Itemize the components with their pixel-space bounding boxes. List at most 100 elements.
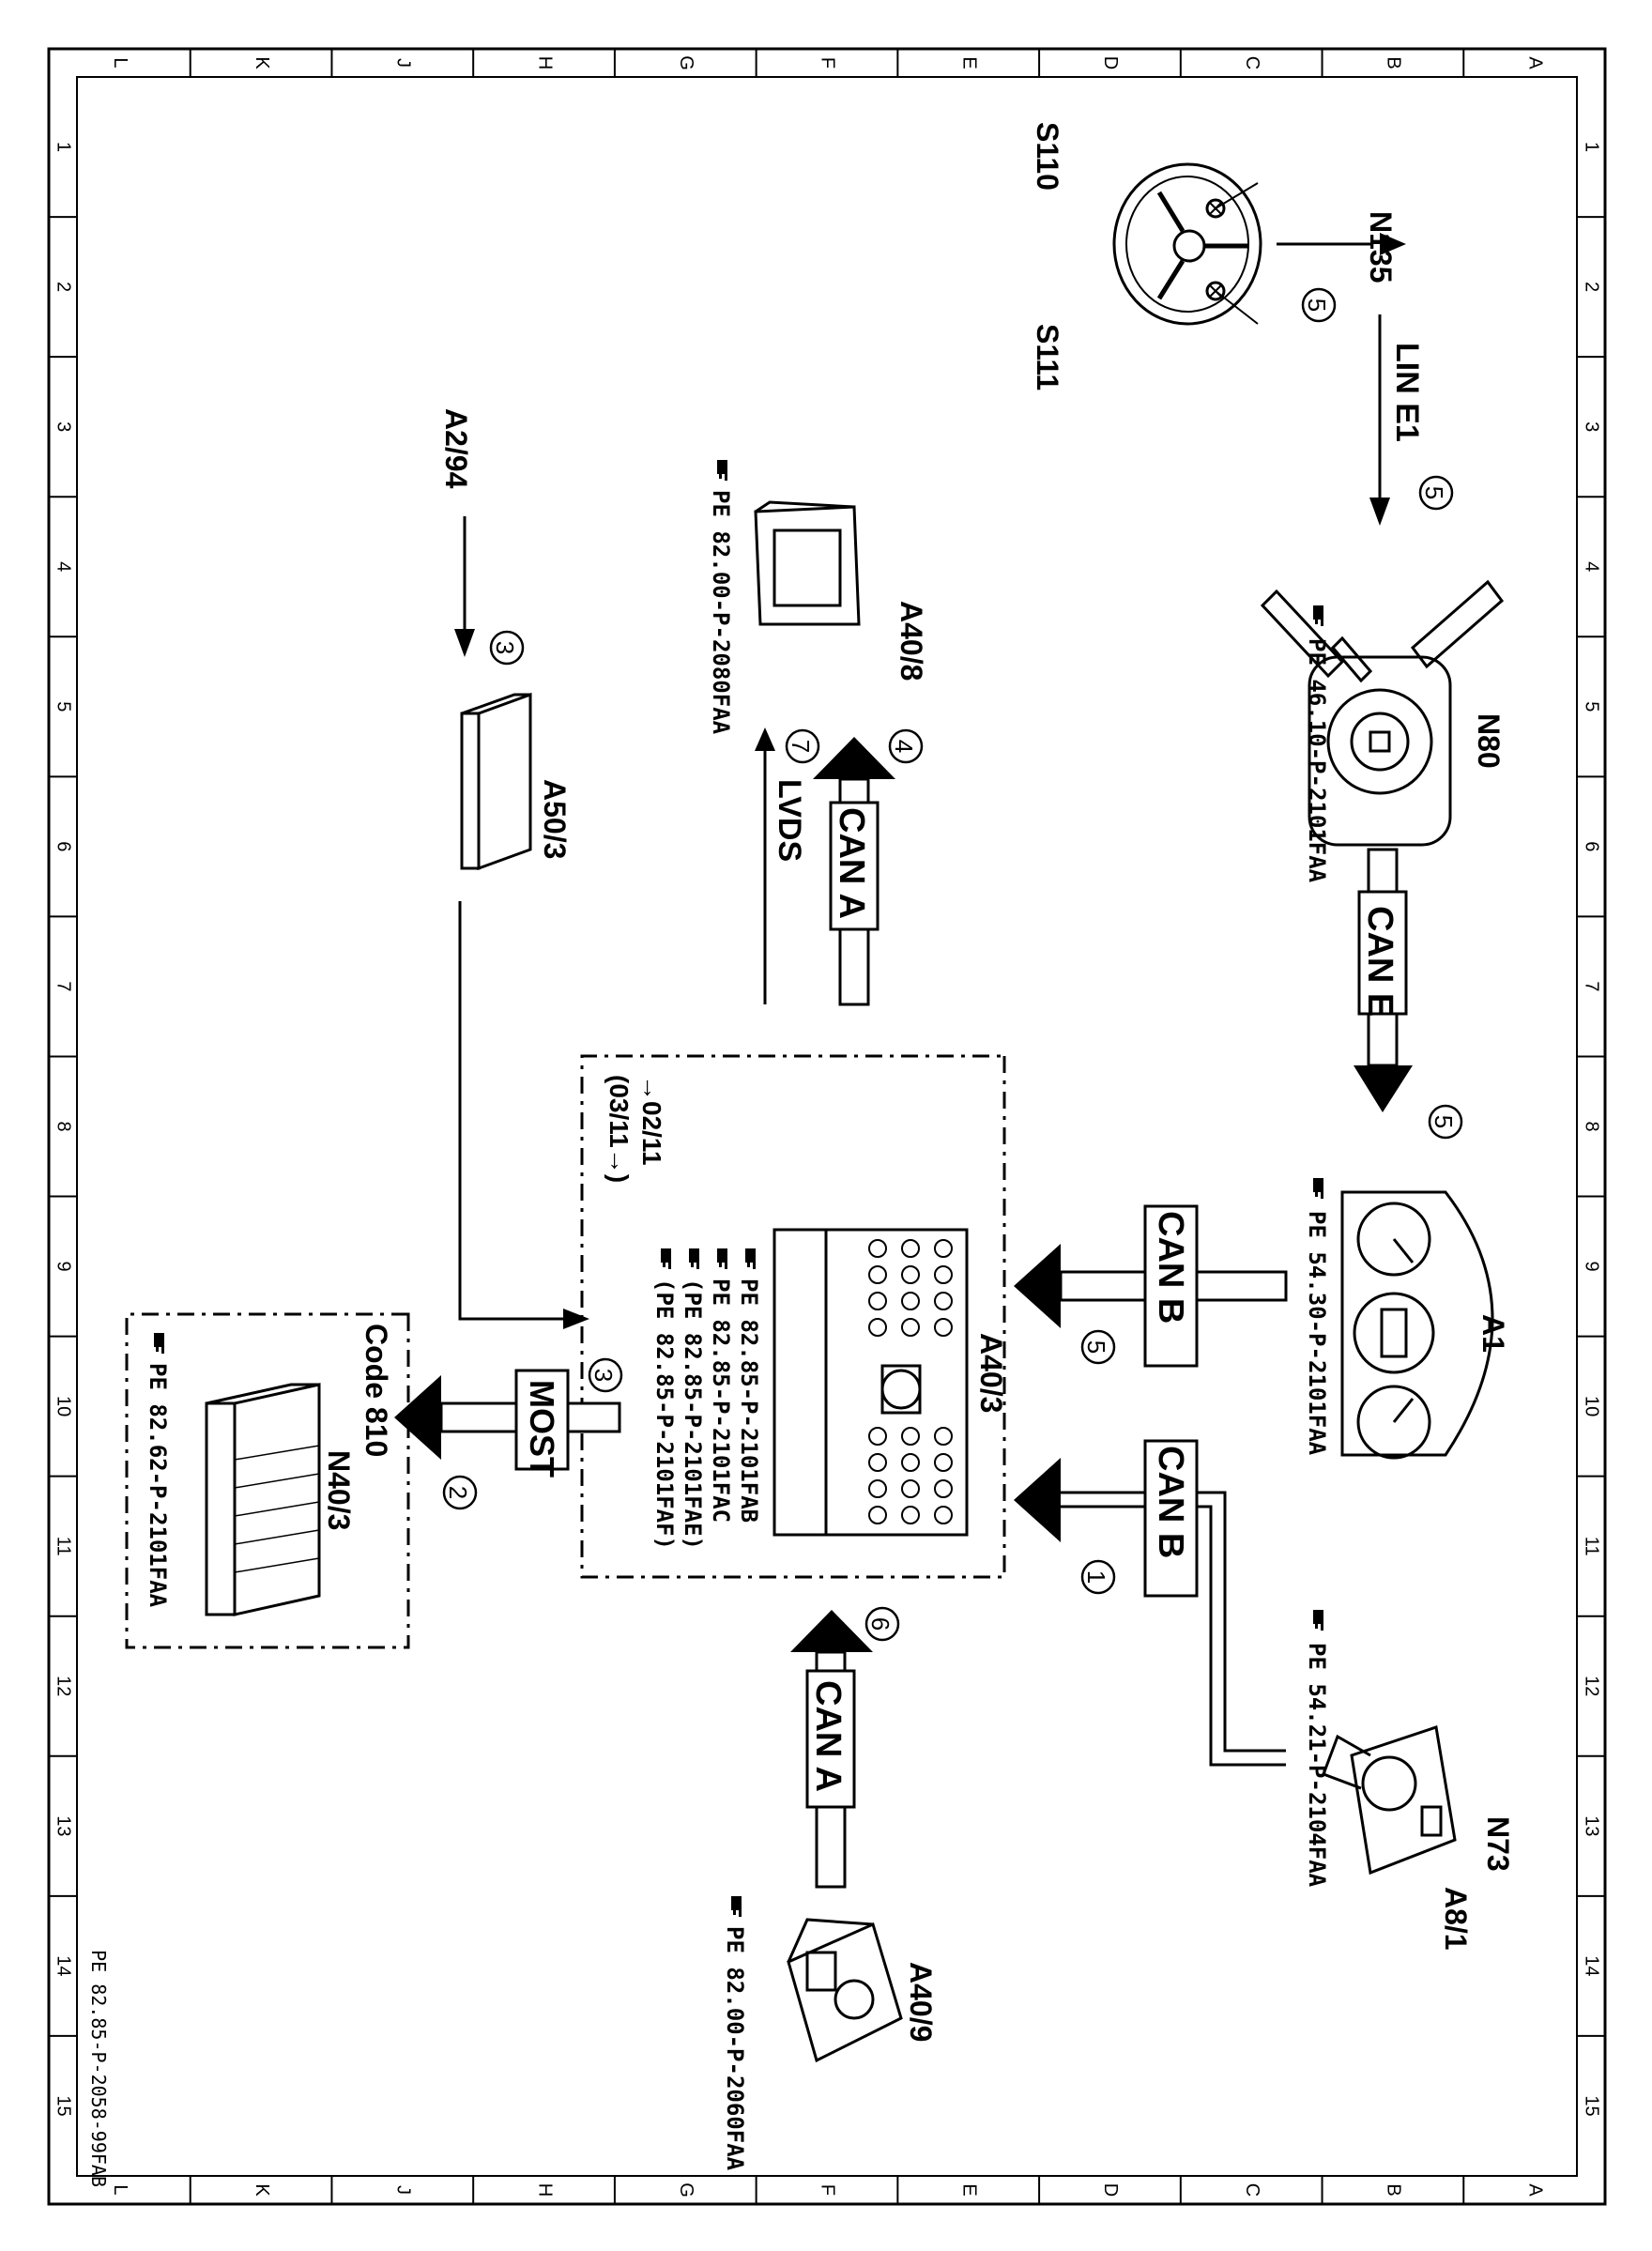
svg-text:1: 1	[1082, 1570, 1110, 1584]
frame-col-label: G	[676, 2182, 696, 2197]
head-unit-button	[901, 1427, 920, 1446]
ignition-lock-icon	[1322, 1725, 1457, 1876]
head-unit-button	[901, 1265, 920, 1284]
frame-col-label: K	[252, 56, 272, 69]
frame-col-label: L	[110, 2184, 130, 2195]
frame-col-label: A	[1524, 2183, 1545, 2197]
a40-3-ref-4: (PE 82.85-P-2101FAF)	[651, 1279, 678, 1550]
bus-can-b-2	[1014, 1439, 1286, 1767]
head-unit-button	[868, 1318, 887, 1337]
ref-n73: PE 54.21-P-2104FAA	[1304, 1610, 1330, 1888]
combination-switch-icon	[1260, 579, 1505, 847]
label-a40-3: A40/3	[974, 1333, 1008, 1413]
arrow-a2-94	[454, 516, 475, 657]
marker-5-lin: 5	[1418, 475, 1454, 511]
bus-lin-e1	[1369, 314, 1390, 526]
label-a40-9: A40/9	[904, 1962, 938, 2042]
frame-col-label: B	[1384, 56, 1404, 69]
instrument-cluster-icon	[1340, 1190, 1494, 1460]
label-n73: N73	[1481, 1816, 1515, 1872]
head-unit-button	[868, 1479, 887, 1498]
frame-col-label: L	[110, 57, 130, 68]
frame-row-label: 11	[1582, 1537, 1602, 1556]
label-n80: N80	[1472, 713, 1506, 769]
frame-row-label: 2	[1582, 282, 1602, 292]
svg-text:3: 3	[491, 641, 519, 654]
svg-text:7: 7	[787, 740, 815, 753]
label-a40-8: A40/8	[895, 601, 928, 681]
frame-row-label: 11	[54, 1537, 74, 1556]
marker-4-cana: 4	[888, 728, 924, 764]
head-unit-button	[868, 1427, 887, 1446]
ref-a40-8: PE 82.00-P-2080FAA	[708, 460, 734, 735]
head-unit-button	[934, 1318, 953, 1337]
svg-text:PE 54.30-P-2101FAA: PE 54.30-P-2101FAA	[1304, 1211, 1330, 1456]
head-unit-button	[901, 1453, 920, 1472]
head-unit-button	[934, 1265, 953, 1284]
head-unit-button	[868, 1292, 887, 1310]
frame-col-label: J	[393, 58, 414, 68]
frame-row-label: 8	[54, 1121, 74, 1131]
marker-7-lvds: 7	[785, 728, 820, 764]
frame-row-label: 5	[54, 701, 74, 712]
label-most: MOST	[523, 1380, 561, 1478]
frame-row-label: 3	[1582, 421, 1602, 432]
svg-text:PE 54.21-P-2104FAA: PE 54.21-P-2104FAA	[1304, 1643, 1330, 1888]
frame-row-label: 15	[54, 2095, 74, 2116]
frame-col-label: F	[818, 57, 838, 69]
frame-row-label: 7	[54, 981, 74, 991]
frame-row-label: 3	[54, 421, 74, 432]
a40-3-date-1: →02/11	[637, 1075, 666, 1166]
svg-text:4: 4	[890, 740, 918, 753]
frame-row-label: 14	[54, 1955, 74, 1976]
head-unit-button	[934, 1453, 953, 1472]
head-unit-button	[868, 1506, 887, 1524]
frame-row-label: 5	[1582, 701, 1602, 712]
frame-col-label: B	[1384, 2183, 1404, 2196]
frame-row-label: 9	[54, 1262, 74, 1272]
frame-row-label: 6	[54, 841, 74, 851]
frame-row-label: 7	[1582, 981, 1602, 991]
arrow-to-n135	[1277, 233, 1406, 255]
svg-text:5: 5	[1082, 1340, 1110, 1354]
label-a50-3: A50/3	[538, 779, 572, 859]
drawing-number: PE 82.85-P-2058-99FAB	[87, 1950, 110, 2187]
frame-col-label: H	[534, 56, 555, 69]
marker-3-a2: 3	[489, 630, 525, 666]
svg-text:PE 82.62-P-2101FAA: PE 82.62-P-2101FAA	[145, 1363, 171, 1608]
a40-3-refs: PE 82.85-P-2101FAB PE 82.85-P-2101FAC (P…	[651, 1248, 762, 1550]
ref-a1: PE 54.30-P-2101FAA	[1304, 1178, 1330, 1456]
svg-text:2: 2	[444, 1486, 472, 1499]
head-unit-button	[868, 1265, 887, 1284]
head-unit-button	[868, 1239, 887, 1258]
label-n40-3: N40/3	[322, 1450, 356, 1530]
frame-row-label: 4	[54, 561, 74, 572]
label-can-b-1: CAN B	[1151, 1211, 1190, 1324]
steering-wheel-icon	[1112, 162, 1262, 326]
svg-text:5: 5	[1430, 1115, 1458, 1128]
frame-col-label: C	[1242, 56, 1262, 69]
svg-text:PE 46.10-P-2101FAA: PE 46.10-P-2101FAA	[1304, 638, 1330, 883]
ref-n40-3: PE 82.62-P-2101FAA	[145, 1333, 171, 1608]
frame-row-label: 13	[1582, 1815, 1602, 1836]
label-can-a-top: CAN A	[832, 807, 871, 919]
frame-row-label: 10	[54, 1396, 74, 1416]
label-a2-94: A2/94	[439, 408, 473, 489]
display-icon	[754, 500, 861, 626]
label-can-a-bottom: CAN A	[808, 1680, 848, 1792]
bus-can-b-1	[1014, 1204, 1288, 1368]
svg-text:5: 5	[1420, 486, 1448, 499]
frame-row-label: 1	[1582, 142, 1602, 152]
frame-row-label: 4	[1582, 561, 1602, 572]
frame-col-label: A	[1524, 56, 1545, 69]
head-unit-button	[868, 1453, 887, 1472]
label-s111: S111	[1031, 324, 1064, 390]
marker-2-most: 2	[442, 1475, 478, 1510]
most-label-box	[514, 1369, 570, 1471]
bus-can-e	[1354, 848, 1413, 1112]
marker-6-cana: 6	[864, 1606, 900, 1642]
marker-1-canb: 1	[1080, 1559, 1116, 1595]
label-s110: S110	[1031, 122, 1064, 191]
frame-col-label: D	[1100, 56, 1121, 69]
